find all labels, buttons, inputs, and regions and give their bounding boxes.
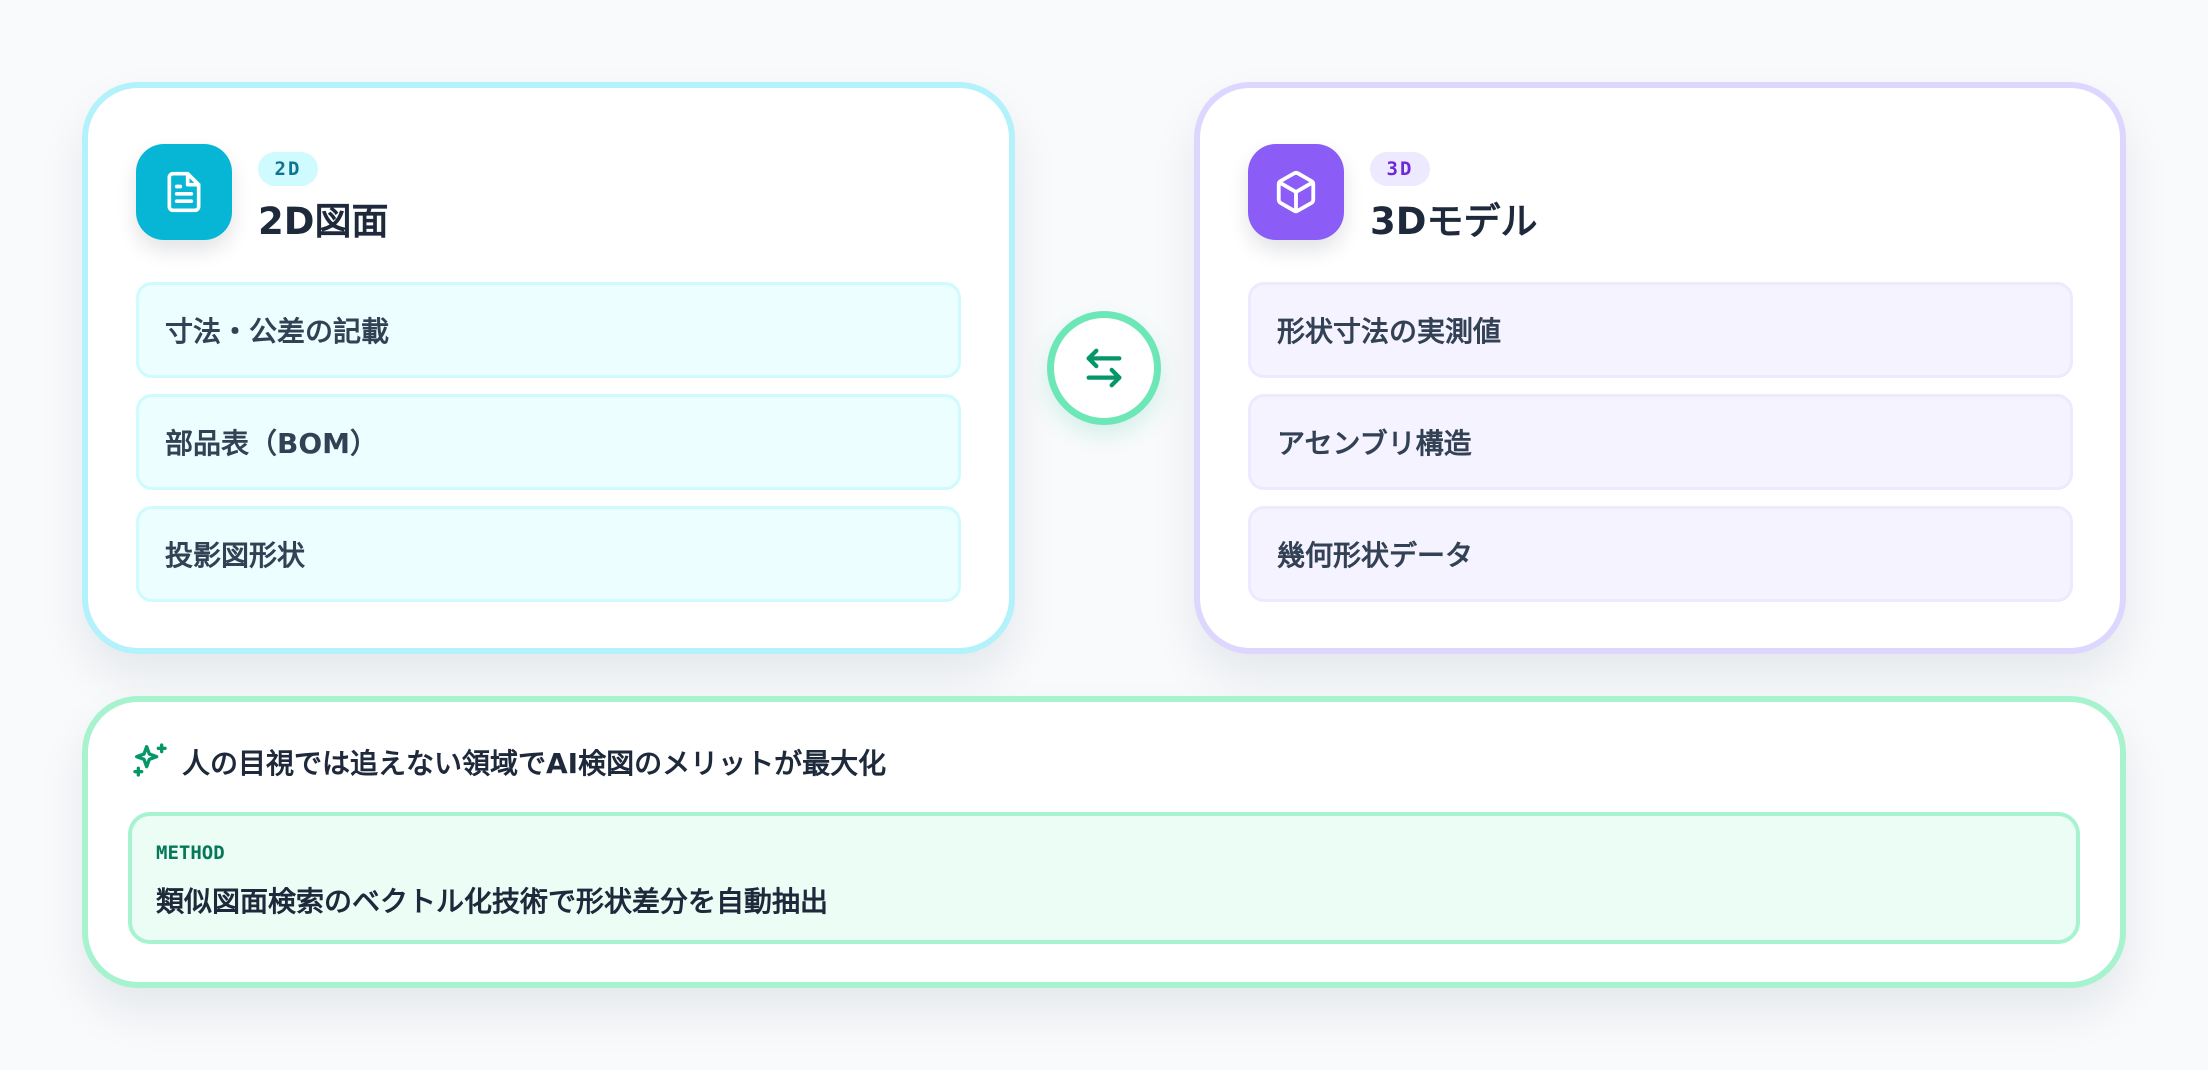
list-item: 寸法・公差の記載 — [136, 282, 961, 378]
method-label: METHOD — [156, 842, 225, 864]
item-list-3d: 形状寸法の実測値 アセンブリ構造 幾何形状データ — [1248, 282, 2073, 618]
method-box: METHOD 類似図面検索のベクトル化技術で形状差分を自動抽出 — [128, 812, 2080, 944]
card-3d-model: 3D 3Dモデル 形状寸法の実測値 アセンブリ構造 幾何形状データ — [1194, 82, 2126, 654]
summary-headline-text: 人の目視では追えない領域でAI検図のメリットが最大化 — [182, 747, 887, 780]
badge-2d: 2D — [258, 152, 318, 186]
method-text: 類似図面検索のベクトル化技術で形状差分を自動抽出 — [156, 885, 829, 918]
list-item: 幾何形状データ — [1248, 506, 2073, 602]
document-icon — [136, 144, 232, 240]
card-title-3d: 3Dモデル — [1370, 200, 1538, 243]
summary-card: 人の目視では追えない領域でAI検図のメリットが最大化 METHOD 類似図面検索… — [82, 696, 2126, 988]
item-list-2d: 寸法・公差の記載 部品表（BOM） 投影図形状 — [136, 282, 961, 618]
card-title-2d: 2D図面 — [258, 200, 389, 243]
swap-arrows-icon — [1047, 311, 1161, 425]
list-item: 投影図形状 — [136, 506, 961, 602]
list-item: アセンブリ構造 — [1248, 394, 2073, 490]
list-item: 部品表（BOM） — [136, 394, 961, 490]
sparkles-icon — [130, 740, 170, 784]
badge-3d: 3D — [1370, 152, 1430, 186]
summary-headline: 人の目視では追えない領域でAI検図のメリットが最大化 — [130, 740, 886, 784]
card-2d-drawing: 2D 2D図面 寸法・公差の記載 部品表（BOM） 投影図形状 — [82, 82, 1015, 654]
list-item: 形状寸法の実測値 — [1248, 282, 2073, 378]
cube-icon — [1248, 144, 1344, 240]
